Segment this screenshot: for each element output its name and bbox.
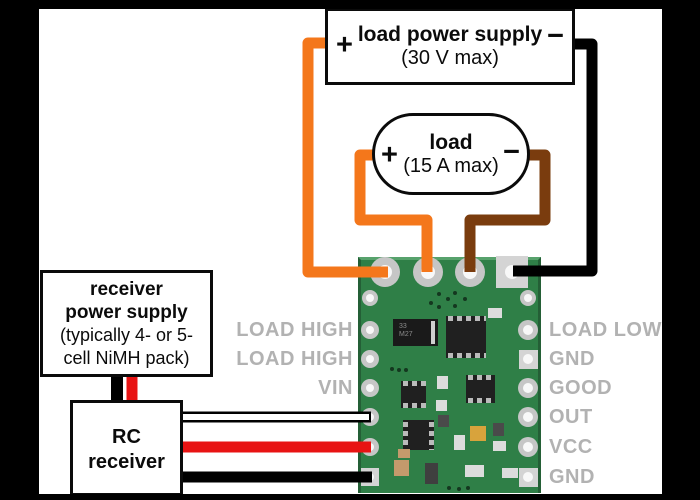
pin-label-right-out-3: OUT [549, 406, 593, 428]
plus-sign: + [336, 29, 353, 61]
receiver-psu-title-1: receiver [90, 278, 163, 300]
load-rating: (15 A max) [403, 154, 499, 177]
receiver-psu-note-1: (typically 4- or 5- [59, 324, 194, 345]
load-positive-wire [354, 149, 433, 272]
load-power-supply-box: + − load power supply (30 V max) [325, 8, 575, 85]
pin-label-right-load-low-0: LOAD LOW [549, 319, 662, 341]
receiver-psu-note-2: cell NiMH pack) [63, 347, 190, 368]
load-title: load [429, 130, 473, 154]
pin-label-right-gnd-5: GND [549, 466, 595, 488]
load-power-supply-rating: (30 V max) [401, 47, 499, 69]
load-negative-wire [464, 149, 551, 272]
pin-label-left-vin-2: VIN [318, 377, 353, 399]
rc-receiver-title-1: RC [112, 426, 141, 448]
load-psu-negative-wire [513, 38, 598, 277]
frame-bar-left [0, 0, 39, 500]
receiver-psu-title-2: power supply [65, 301, 188, 323]
load-power-supply-title: load power supply [357, 23, 543, 46]
rc-receiver-box: RC receiver [70, 400, 183, 496]
frame-bar-right [662, 0, 700, 500]
load-box: + − load (15 A max) [372, 113, 530, 195]
plus-sign: + [381, 139, 398, 171]
frame-bar-top [0, 0, 700, 9]
pin-label-left-load-high-0: LOAD HIGH [236, 319, 353, 341]
receiver-power-supply-box: receiver power supply (typically 4- or 5… [40, 270, 213, 377]
pin-label-right-gnd-1: GND [549, 348, 595, 370]
rc-switch-pcb [358, 257, 541, 493]
minus-sign: − [503, 136, 520, 168]
pin-label-right-vcc-4: VCC [549, 436, 593, 458]
rc-receiver-title-2: receiver [88, 451, 165, 473]
load-psu-positive-wire [302, 37, 388, 278]
minus-sign: − [547, 20, 564, 52]
pin-label-right-good-2: GOOD [549, 377, 613, 399]
frame-bar-bottom [0, 494, 700, 500]
pin-label-left-load-high-1: LOAD HIGH [236, 348, 353, 370]
